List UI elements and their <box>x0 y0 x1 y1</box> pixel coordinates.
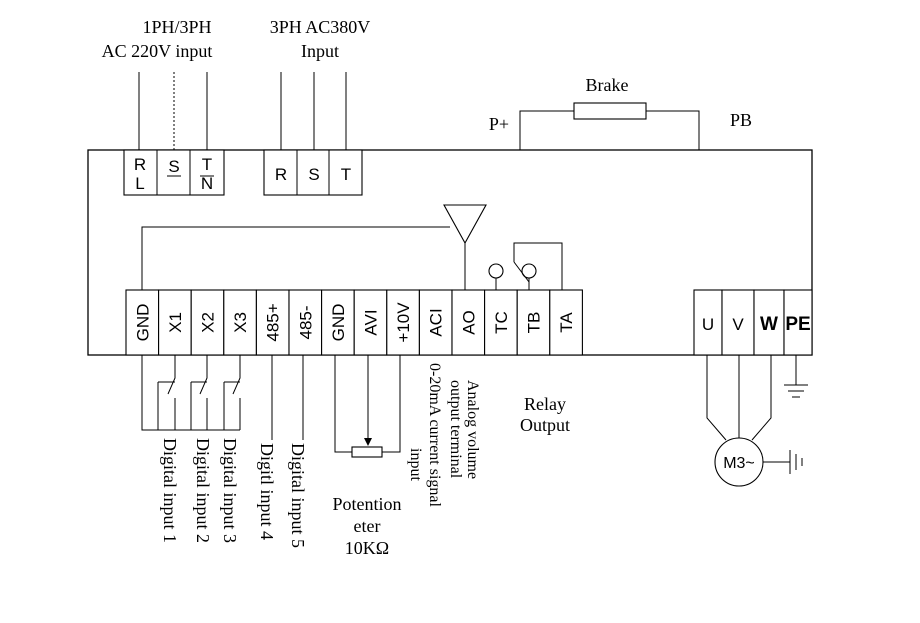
terminal-l: L <box>135 174 144 193</box>
terminal-w: W <box>760 314 778 335</box>
control-terminal-label: GND <box>133 304 152 342</box>
terminal-n: N <box>201 174 213 193</box>
control-terminal-label: TA <box>557 312 576 333</box>
control-terminal-box <box>484 289 518 356</box>
brake-label: Brake <box>586 75 629 95</box>
motor-wire-w <box>751 355 772 441</box>
label-digital-input-2: Digital input 2 <box>193 438 213 543</box>
ao-amplifier-symbol <box>443 204 487 245</box>
relay-contact-tb <box>521 263 537 279</box>
terminal-r-3ph: R <box>275 165 287 184</box>
motor-wire-u <box>706 355 727 441</box>
label-ao-line2: output terminal <box>447 380 464 479</box>
relay-common-wire <box>513 242 563 290</box>
potentiometer-symbol <box>351 446 383 458</box>
control-terminal-label: 485+ <box>264 303 283 341</box>
control-terminal-label: X1 <box>166 312 185 333</box>
control-terminal-label: AO <box>459 310 478 335</box>
control-terminal-label: TB <box>525 312 544 334</box>
switch-x1 <box>167 355 176 395</box>
control-terminal-label: X3 <box>231 312 250 333</box>
terminal-r: R <box>134 155 146 174</box>
terminal-w-box <box>753 289 785 356</box>
control-terminal-label: TC <box>492 311 511 334</box>
control-terminal-label: ACI <box>427 308 446 336</box>
control-terminal-box <box>386 289 420 356</box>
internal-gnd-wire <box>141 226 450 290</box>
power-terminal-block-1ph <box>123 149 225 196</box>
switch-x2 <box>199 355 208 395</box>
p-plus-label: P+ <box>489 114 509 134</box>
control-terminal-label: +10V <box>394 302 413 343</box>
label-digital-input-1: Digital input 1 <box>160 438 180 543</box>
terminal-v: V <box>732 315 744 334</box>
label-aci-line1: 0-20mA current signal <box>426 363 443 508</box>
control-terminal-label: 485- <box>296 305 315 339</box>
brake-wire-left <box>519 110 574 150</box>
label-potentiometer-line2: eter <box>354 516 381 536</box>
terminal-t: T <box>202 155 212 174</box>
label-potentiometer-line1: Potention <box>332 494 401 514</box>
three-phase-label-line1: 3PH AC380V <box>270 17 371 37</box>
terminal-t-3ph: T <box>341 165 351 184</box>
terminal-v-box <box>721 289 755 356</box>
relay-contact-tc <box>488 263 504 279</box>
switch-x3 <box>232 355 241 395</box>
control-terminal-box <box>549 289 583 356</box>
label-digital-input-4: Digitl input 4 <box>257 443 277 540</box>
label-aci-line2: input <box>407 448 424 481</box>
label-relay-line2: Output <box>520 415 570 435</box>
terminal-pe-box <box>783 289 813 356</box>
terminal-s-3ph: S <box>308 165 319 184</box>
pb-label: PB <box>730 110 752 130</box>
label-relay-line1: Relay <box>524 394 566 414</box>
label-digital-input-5: Digital input 5 <box>288 443 308 548</box>
pot-gnd-wire <box>334 355 352 453</box>
control-terminal-label: AVI <box>362 309 381 335</box>
brake-resistor <box>573 102 647 120</box>
control-terminal-box <box>353 289 388 356</box>
control-terminal-box <box>451 289 486 356</box>
control-terminal-box <box>125 289 160 356</box>
terminal-u-box <box>693 289 723 356</box>
control-terminal-label: GND <box>329 304 348 342</box>
single-phase-label-line2: AC 220V input <box>102 41 213 61</box>
brake-wire-right <box>646 110 700 150</box>
power-terminal-block-3ph <box>263 149 363 196</box>
control-terminal-label: X2 <box>199 312 218 333</box>
control-terminal-strip: GND X1 X2 X3 485+ 485- GND AVI +10V ACI AO TC TB TA <box>125 289 583 356</box>
three-phase-label-line2: Input <box>301 41 339 61</box>
label-digital-input-3: Digital input 3 <box>220 438 240 543</box>
terminal-u: U <box>702 315 714 334</box>
control-terminal-box <box>288 289 323 356</box>
terminal-pe: PE <box>785 314 810 335</box>
pot-10v-wire <box>382 355 401 453</box>
relay-switch <box>513 261 530 283</box>
terminal-s-1ph: S <box>168 157 179 176</box>
single-phase-label-line1: 1PH/3PH <box>142 17 211 37</box>
motor-label: M3~ <box>723 455 755 472</box>
label-potentiometer-line3: 10KΩ <box>345 538 389 558</box>
label-ao-line1: Analog volume <box>464 380 481 479</box>
